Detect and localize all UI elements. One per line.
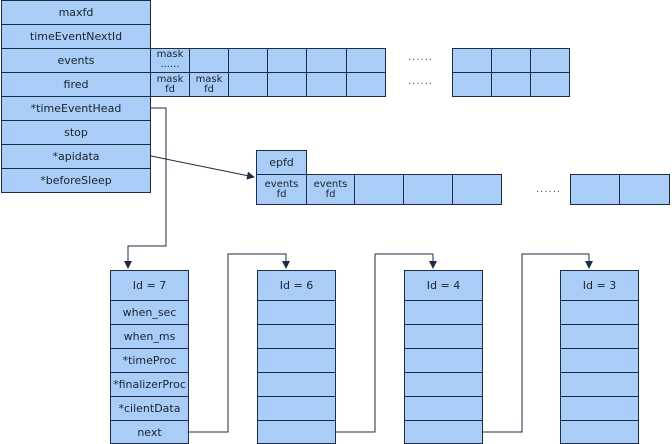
events-cell <box>491 48 531 73</box>
fired-cell <box>530 72 570 97</box>
time-event-field <box>560 324 639 349</box>
time-event-field <box>404 324 483 349</box>
time-event-field <box>257 396 336 421</box>
field-maxfd: maxfd <box>1 0 151 25</box>
apidata-events-cell-0-line1: events <box>264 178 299 190</box>
fired-cell-1-line2: fd <box>204 83 214 95</box>
apidata-events-cell <box>619 174 670 205</box>
time-event-id: Id = 6 <box>257 270 336 301</box>
apidata-events-cell <box>354 174 404 205</box>
apidata-events-cell-0: events fd <box>256 174 307 205</box>
time-event-field <box>560 396 639 421</box>
time-event-id: Id = 7 <box>110 270 189 301</box>
field-timeeventnextid: timeEventNextId <box>1 24 151 49</box>
fired-cell <box>452 72 492 97</box>
apidata-events-cell <box>570 174 620 205</box>
apidata-ellipsis: ...... <box>536 184 562 195</box>
time-event-id: Id = 3 <box>560 270 639 301</box>
fired-ellipsis: ...... <box>408 76 434 87</box>
fired-cell-0-line1: mask <box>156 73 184 85</box>
apidata-events-cell-1: events fd <box>306 174 355 205</box>
fired-cell-0: mask fd <box>150 72 190 97</box>
time-event-field <box>404 348 483 373</box>
fired-cell <box>267 72 307 97</box>
time-event-field: when_sec <box>110 300 189 325</box>
events-cell <box>530 48 570 73</box>
time-event-field <box>404 396 483 421</box>
time-event-field <box>257 300 336 325</box>
time-event-field <box>257 348 336 373</box>
apidata-epfd: epfd <box>256 150 307 175</box>
events-cell-0-line1: mask <box>156 49 184 60</box>
events-cell <box>267 48 307 73</box>
time-event-field: *cilentData <box>110 396 189 421</box>
field-fired: fired <box>1 72 151 97</box>
apidata-pointer-arrow <box>150 155 255 180</box>
time-event-field: *finalizerProc <box>110 372 189 397</box>
apidata-events-cell <box>452 174 502 205</box>
fired-cell-1: mask fd <box>189 72 229 97</box>
field-apidata: *apidata <box>1 144 151 169</box>
field-beforesleep: *beforeSleep <box>1 168 151 193</box>
time-event-field <box>560 372 639 397</box>
fired-cell-0-line2: fd <box>165 83 175 95</box>
time-event-field <box>560 300 639 325</box>
field-timeeventhead: *timeEventHead <box>1 96 151 121</box>
events-cell-0: mask ...... <box>150 48 190 73</box>
field-stop: stop <box>1 120 151 145</box>
field-events: events <box>1 48 151 73</box>
events-cell <box>228 48 268 73</box>
time-event-field <box>404 372 483 397</box>
events-cell <box>346 48 386 73</box>
events-cell-0-line2: ...... <box>160 59 180 70</box>
events-cell <box>452 48 492 73</box>
fired-cell <box>491 72 531 97</box>
events-cell <box>189 48 229 73</box>
fired-cell <box>306 72 347 97</box>
time-event-id: Id = 4 <box>404 270 483 301</box>
time-event-field <box>404 300 483 325</box>
apidata-events-cell <box>403 174 453 205</box>
time-event-field <box>560 420 639 444</box>
time-event-field: next <box>110 420 189 444</box>
apidata-events-cell-1-line1: events <box>313 178 348 190</box>
events-cell <box>306 48 347 73</box>
fired-cell <box>228 72 268 97</box>
time-event-field <box>257 372 336 397</box>
time-event-field: when_ms <box>110 324 189 349</box>
time-event-field: *timeProc <box>110 348 189 373</box>
fired-cell <box>346 72 386 97</box>
time-event-field <box>257 420 336 444</box>
fired-cell-1-line1: mask <box>195 73 223 85</box>
apidata-events-cell-1-line2: fd <box>325 188 336 200</box>
apidata-events-cell-0-line2: fd <box>276 188 287 200</box>
time-event-field <box>560 348 639 373</box>
time-event-field <box>404 420 483 444</box>
events-ellipsis: ...... <box>408 52 434 63</box>
time-event-field <box>257 324 336 349</box>
